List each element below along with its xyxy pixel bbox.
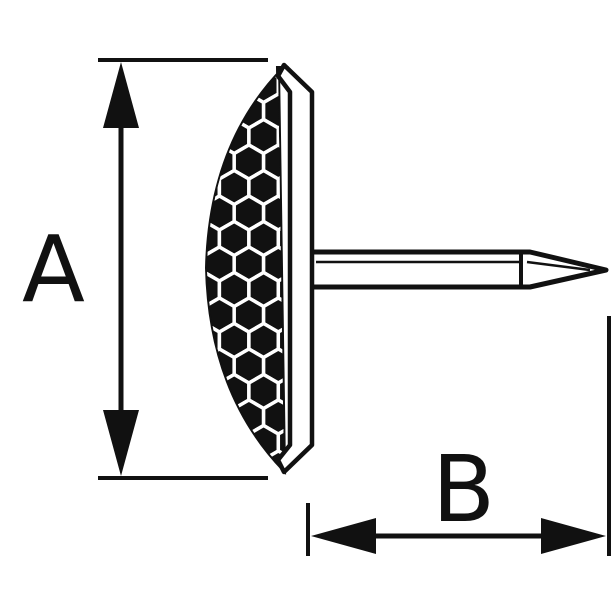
honeycomb-cell <box>276 117 284 156</box>
head-rim <box>275 62 315 475</box>
honeycomb-cell <box>175 349 204 383</box>
honeycomb-cell <box>276 219 284 258</box>
point-highlight <box>526 260 591 272</box>
honeycomb-cell <box>175 196 204 230</box>
dimension-label-b: B <box>432 436 495 543</box>
dimension-b <box>306 316 611 556</box>
dimension-a <box>98 58 268 480</box>
honeycomb-cell <box>276 168 284 207</box>
honeycomb-cell <box>217 423 251 462</box>
honeycomb-cell <box>207 372 222 411</box>
honeycomb-cell <box>276 321 284 360</box>
honeycomb-cell <box>207 398 236 436</box>
arrowhead-b-left <box>311 518 376 554</box>
arrowhead-a-top <box>103 62 139 128</box>
honeycomb-cell <box>175 145 204 179</box>
honeycomb-cell <box>175 298 204 332</box>
honeycomb-cell <box>175 247 204 281</box>
honeycomb-cell <box>217 68 251 105</box>
honeycomb-cell <box>276 372 284 411</box>
tack-shank <box>303 249 609 290</box>
dimension-label-a: A <box>22 216 85 323</box>
arrowhead-b-right <box>541 518 606 554</box>
honeycomb-cell <box>276 423 284 462</box>
arrowhead-a-bottom <box>103 410 139 476</box>
honeycomb-cell <box>207 92 236 130</box>
honeycomb-cell <box>207 423 222 462</box>
honeycomb-cell <box>276 270 284 309</box>
honeycomb-cell <box>207 117 222 156</box>
honeycomb-cell <box>175 94 204 128</box>
honeycomb-cell <box>207 68 222 105</box>
shank-body <box>303 249 609 290</box>
tack-head <box>175 62 315 476</box>
honeycomb-cell <box>175 400 204 434</box>
